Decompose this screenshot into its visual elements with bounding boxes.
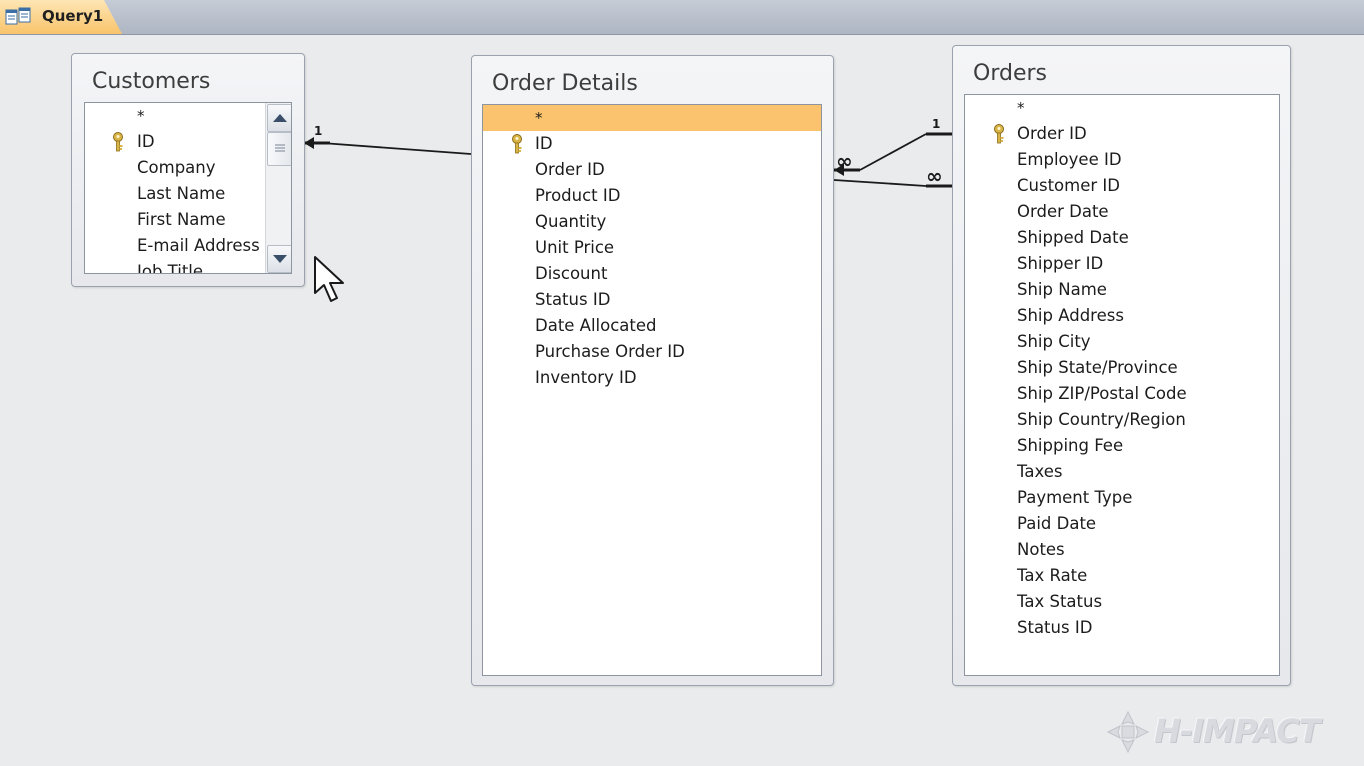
field-order-id[interactable]: Order ID (535, 160, 605, 179)
field-job-title[interactable]: Job Title (137, 262, 204, 274)
field-tax-status[interactable]: Tax Status (1017, 592, 1103, 611)
table-orders[interactable]: Orders * Order ID Employee ID Customer I… (952, 45, 1291, 686)
field-shipped-date[interactable]: Shipped Date (1017, 228, 1129, 247)
field-last-name[interactable]: Last Name (137, 184, 226, 203)
table-title-customers: Customers (92, 69, 211, 94)
field-purchase-order-id[interactable]: Purchase Order ID (535, 342, 685, 361)
field-email-address[interactable]: E-mail Address (137, 236, 260, 255)
field-all[interactable]: * (1017, 99, 1025, 117)
tab-label: Query1 (42, 7, 104, 25)
field-ship-zip-postal-code[interactable]: Ship ZIP/Postal Code (1017, 384, 1187, 403)
primary-key-icon (512, 134, 522, 154)
watermark-logo: H-IMPACT (1106, 710, 1346, 760)
field-order-date[interactable]: Order Date (1017, 202, 1109, 221)
arrow-up-icon (273, 114, 287, 122)
h-impact-logo-icon (1106, 710, 1150, 754)
field-ship-city[interactable]: Ship City (1017, 332, 1091, 351)
query-design-canvas[interactable]: 1 1 ∞ ∞ Customers * (0, 35, 1364, 766)
field-list-orders[interactable]: * Order ID Employee ID Customer ID Order… (964, 94, 1280, 676)
scroll-up-button[interactable] (267, 104, 291, 132)
table-order-details[interactable]: Order Details * ID Order ID Product ID Q… (471, 55, 834, 686)
table-title-orders: Orders (973, 61, 1047, 86)
field-status-id[interactable]: Status ID (1017, 618, 1093, 637)
field-ship-country-region[interactable]: Ship Country/Region (1017, 410, 1186, 429)
document-tab-bar: Query1 (0, 0, 1364, 35)
vertical-scrollbar[interactable] (265, 103, 291, 273)
relationship-orderdetails-orders-a[interactable]: 1 ∞ (834, 117, 952, 176)
field-payment-type[interactable]: Payment Type (1017, 488, 1133, 507)
arrow-down-icon (273, 255, 287, 263)
field-first-name[interactable]: First Name (137, 210, 226, 229)
grip-icon (275, 144, 285, 152)
table-title-order-details: Order Details (492, 71, 638, 96)
primary-key-icon (994, 124, 1004, 144)
field-list-customers[interactable]: * ID Company Last Name First Name E-mail… (84, 102, 292, 274)
field-ship-state-province[interactable]: Ship State/Province (1017, 358, 1178, 377)
field-company[interactable]: Company (137, 158, 216, 177)
field-customer-id[interactable]: Customer ID (1017, 176, 1120, 195)
field-ship-address[interactable]: Ship Address (1017, 306, 1124, 325)
field-ship-name[interactable]: Ship Name (1017, 280, 1107, 299)
field-quantity[interactable]: Quantity (535, 212, 607, 231)
rel-one-label: 1 (932, 117, 940, 131)
scroll-down-button[interactable] (267, 245, 291, 273)
rel-many-label: ∞ (836, 149, 853, 173)
rel-one-label: 1 (314, 124, 322, 138)
field-date-allocated[interactable]: Date Allocated (535, 316, 657, 335)
field-list-order-details[interactable]: * ID Order ID Product ID Quantity Unit P… (482, 104, 822, 676)
rel-many-label: ∞ (926, 164, 943, 188)
relationship-customers-orderdetails[interactable]: 1 (304, 124, 472, 155)
mouse-cursor-icon (314, 256, 344, 302)
field-all[interactable]: * (137, 107, 145, 125)
field-inventory-id[interactable]: Inventory ID (535, 368, 637, 387)
field-product-id[interactable]: Product ID (535, 186, 621, 205)
field-shipper-id[interactable]: Shipper ID (1017, 254, 1104, 273)
field-employee-id[interactable]: Employee ID (1017, 150, 1122, 169)
field-id[interactable]: ID (483, 131, 821, 157)
scroll-thumb[interactable] (267, 132, 291, 166)
field-discount[interactable]: Discount (535, 264, 608, 283)
table-customers[interactable]: Customers * ID Company Last Name First N… (71, 53, 305, 287)
field-shipping-fee[interactable]: Shipping Fee (1017, 436, 1124, 455)
field-order-id[interactable]: Order ID (965, 121, 1279, 147)
tab-query1[interactable]: Query1 (0, 0, 122, 34)
relationship-lines: 1 1 ∞ ∞ (304, 117, 952, 188)
watermark-text: H-IMPACT (1154, 712, 1320, 750)
relationship-orderdetails-orders-b[interactable]: ∞ (833, 164, 952, 188)
field-id[interactable]: ID (85, 129, 265, 155)
field-all[interactable]: * (483, 105, 821, 131)
query-icon (5, 7, 31, 25)
field-status-id[interactable]: Status ID (535, 290, 611, 309)
primary-key-icon (113, 132, 123, 152)
field-unit-price[interactable]: Unit Price (535, 238, 615, 257)
field-tax-rate[interactable]: Tax Rate (1017, 566, 1088, 585)
field-notes[interactable]: Notes (1017, 540, 1065, 559)
field-paid-date[interactable]: Paid Date (1017, 514, 1097, 533)
field-taxes[interactable]: Taxes (1017, 462, 1063, 481)
